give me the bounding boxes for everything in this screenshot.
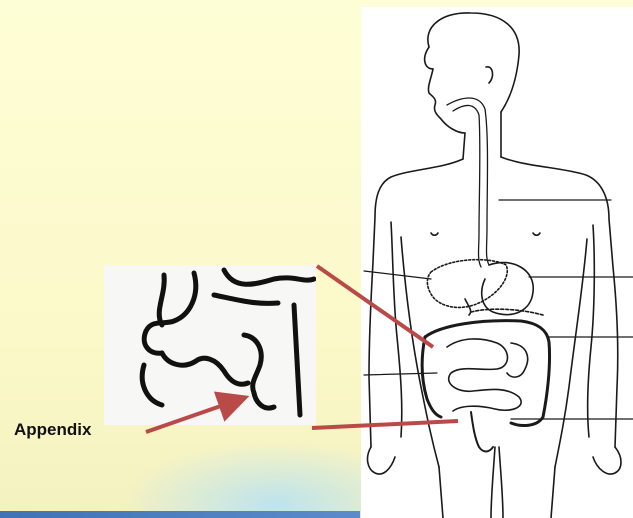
appendix-arrow [146,400,238,432]
zoom-connector-bottom [312,421,458,428]
appendix-label: Appendix [14,420,91,440]
zoom-connector-top [317,266,433,347]
